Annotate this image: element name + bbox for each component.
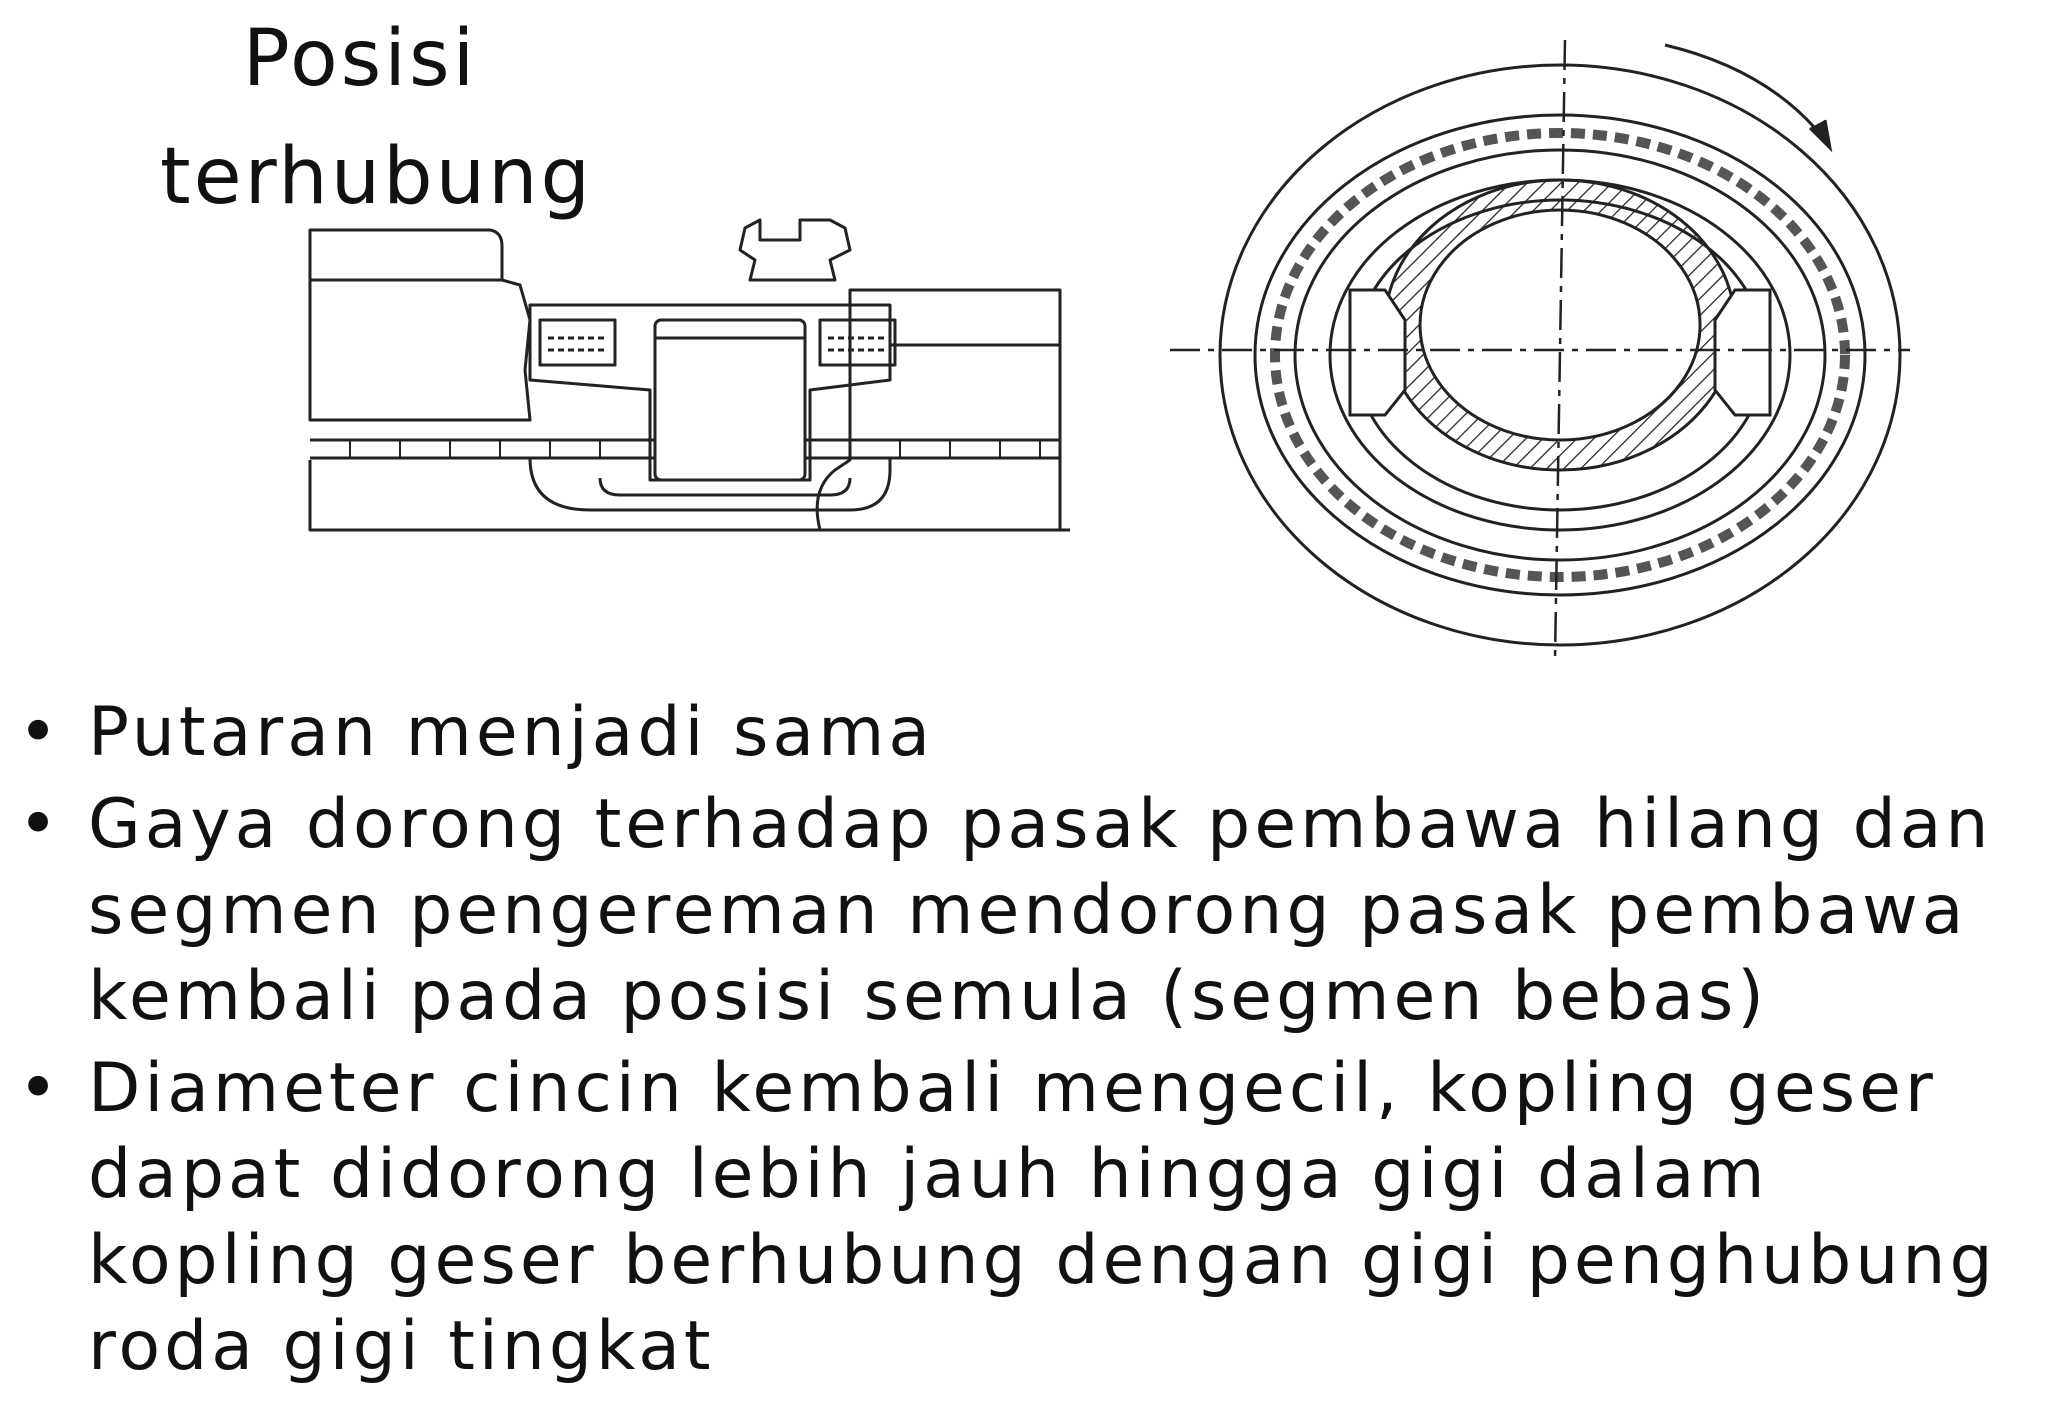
bullet-dot: • [18,785,63,864]
bullet-text: Putaran menjadi sama [88,693,934,772]
bullet-text: Gaya dorong terhadap pasak pembawa hilan… [88,785,1993,1036]
synchronizer-ring-front-view-drawing [1170,39,1910,660]
bullet-text: Diameter cincin kembali mengecil, koplin… [88,1049,1997,1386]
bullet-dot: • [18,693,63,772]
bullet-item: • Gaya dorong terhadap pasak pembawa hil… [18,782,2028,1040]
synchronizer-cross-section-drawing [308,218,1070,532]
bullet-dot: • [18,1049,63,1128]
slide-title: Posisi terhubung [160,0,594,236]
slide-title-line-2: terhubung [160,132,594,222]
bullet-item: • Putaran menjadi sama [18,690,2028,776]
bullet-item: • Diameter cincin kembali mengecil, kopl… [18,1046,2028,1390]
slide-title-line-1: Posisi [242,14,478,104]
bullet-list: • Putaran menjadi sama • Gaya dorong ter… [18,690,2028,1396]
